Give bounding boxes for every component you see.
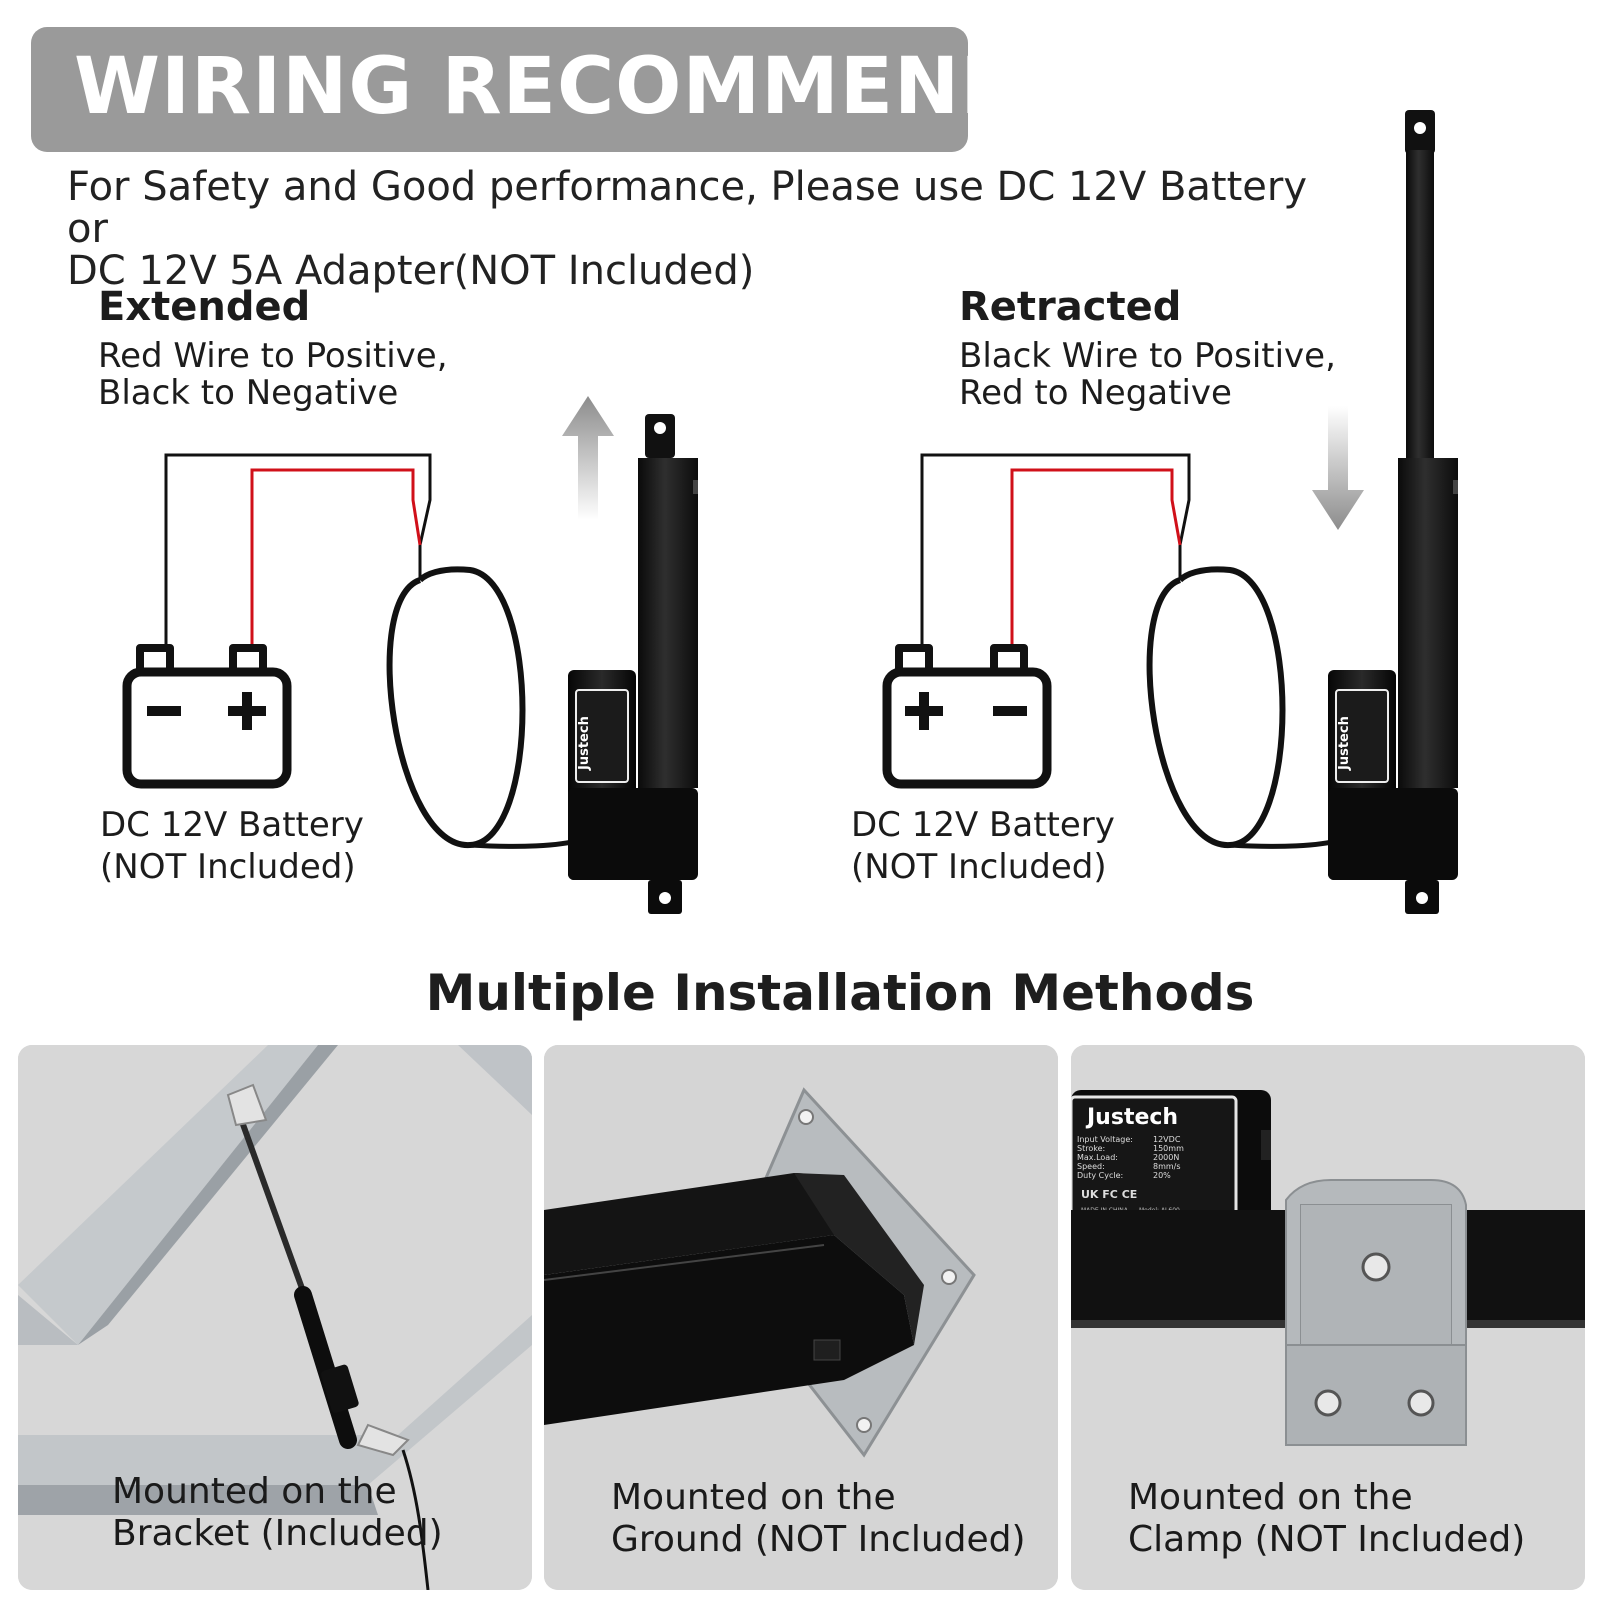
installation-title: Multiple Installation Methods — [425, 964, 1255, 1022]
black-wire — [164, 453, 432, 650]
black-wire — [920, 453, 1191, 650]
extended-diagram: Justech — [122, 396, 698, 914]
svg-text:Input Voltage:: Input Voltage: — [1077, 1135, 1133, 1144]
retracted-desc-line-2: Red to Negative — [959, 373, 1232, 413]
panel-clamp: Justech Input Voltage: Stroke: Max.Load:… — [1071, 1045, 1585, 1590]
svg-text:150mm: 150mm — [1153, 1144, 1184, 1153]
svg-text:Stroke:: Stroke: — [1077, 1144, 1105, 1153]
title-banner — [31, 27, 968, 152]
retracted-desc-line-1: Black Wire to Positive, — [959, 336, 1336, 376]
extended-battery-line-1: DC 12V Battery — [100, 805, 364, 845]
svg-text:12VDC: 12VDC — [1153, 1135, 1181, 1144]
actuator-extended: Justech — [568, 414, 698, 914]
bracket-illustration — [18, 1045, 532, 1590]
panel-bracket: Mounted on the Bracket (Included) — [18, 1045, 532, 1590]
retracted-battery-line-2: (NOT Included) — [851, 847, 1107, 887]
minus-sign — [147, 706, 181, 716]
safety-note: For Safety and Good performance, Please … — [67, 166, 1357, 292]
actuator-retracted: Justech — [1328, 110, 1458, 914]
minus-sign — [993, 706, 1027, 716]
ground-illustration — [544, 1045, 1058, 1590]
safety-note-line-2: DC 12V 5A Adapter(NOT Included) — [67, 248, 755, 294]
svg-text:Duty Cycle:: Duty Cycle: — [1077, 1171, 1123, 1180]
battery-icon — [882, 644, 1052, 789]
panel-caption: Mounted on the Clamp (NOT Included) — [1128, 1477, 1525, 1561]
battery-icon — [122, 644, 292, 789]
clamp-illustration: Justech Input Voltage: Stroke: Max.Load:… — [1071, 1045, 1585, 1590]
extended-desc-line-1: Red Wire to Positive, — [98, 336, 448, 376]
safety-note-line-1: For Safety and Good performance, Please … — [67, 164, 1307, 252]
panel-ground: Mounted on the Ground (NOT Included) — [544, 1045, 1058, 1590]
svg-text:Max.Load:: Max.Load: — [1077, 1153, 1118, 1162]
retracted-title: Retracted — [959, 284, 1182, 330]
panel-caption: Mounted on the Bracket (Included) — [112, 1471, 443, 1555]
retracted-diagram: Justech — [882, 110, 1458, 914]
wiring-diagrams: Justech Justech — [122, 110, 1458, 914]
svg-text:UK FC CE: UK FC CE — [1081, 1188, 1137, 1201]
caption-line-1: Mounted on the — [611, 1477, 896, 1518]
caption-line-1: Mounted on the — [1128, 1477, 1413, 1518]
caption-line-2: Bracket (Included) — [112, 1513, 443, 1554]
retracted-description: Black Wire to Positive, Red to Negative — [959, 338, 1336, 412]
retracted-battery-label: DC 12V Battery (NOT Included) — [851, 804, 1115, 888]
extended-title: Extended — [98, 284, 311, 330]
extended-desc-line-2: Black to Negative — [98, 373, 399, 413]
brand-label: Justech — [577, 716, 592, 771]
cable-loop — [1146, 566, 1286, 849]
caption-line-2: Ground (NOT Included) — [611, 1519, 1026, 1560]
page-title: WIRING RECOMMEND — [74, 42, 1027, 132]
extended-battery-label: DC 12V Battery (NOT Included) — [100, 804, 364, 888]
arrow-up-icon — [562, 396, 614, 520]
cable-loop — [386, 566, 526, 849]
brand-label: Justech — [1085, 1105, 1178, 1130]
panel-caption: Mounted on the Ground (NOT Included) — [611, 1477, 1026, 1561]
extended-description: Red Wire to Positive, Black to Negative — [98, 338, 448, 412]
red-wire — [1010, 468, 1182, 650]
svg-text:2000N: 2000N — [1153, 1153, 1179, 1162]
caption-line-2: Clamp (NOT Included) — [1128, 1519, 1526, 1560]
svg-text:8mm/s: 8mm/s — [1153, 1162, 1181, 1171]
red-wire — [250, 468, 422, 650]
caption-line-1: Mounted on the — [112, 1471, 397, 1512]
arrow-down-icon — [1312, 406, 1364, 530]
svg-text:Speed:: Speed: — [1077, 1162, 1105, 1171]
brand-label: Justech — [1337, 716, 1352, 771]
svg-text:20%: 20% — [1153, 1171, 1171, 1180]
retracted-battery-line-1: DC 12V Battery — [851, 805, 1115, 845]
extended-battery-line-2: (NOT Included) — [100, 847, 356, 887]
